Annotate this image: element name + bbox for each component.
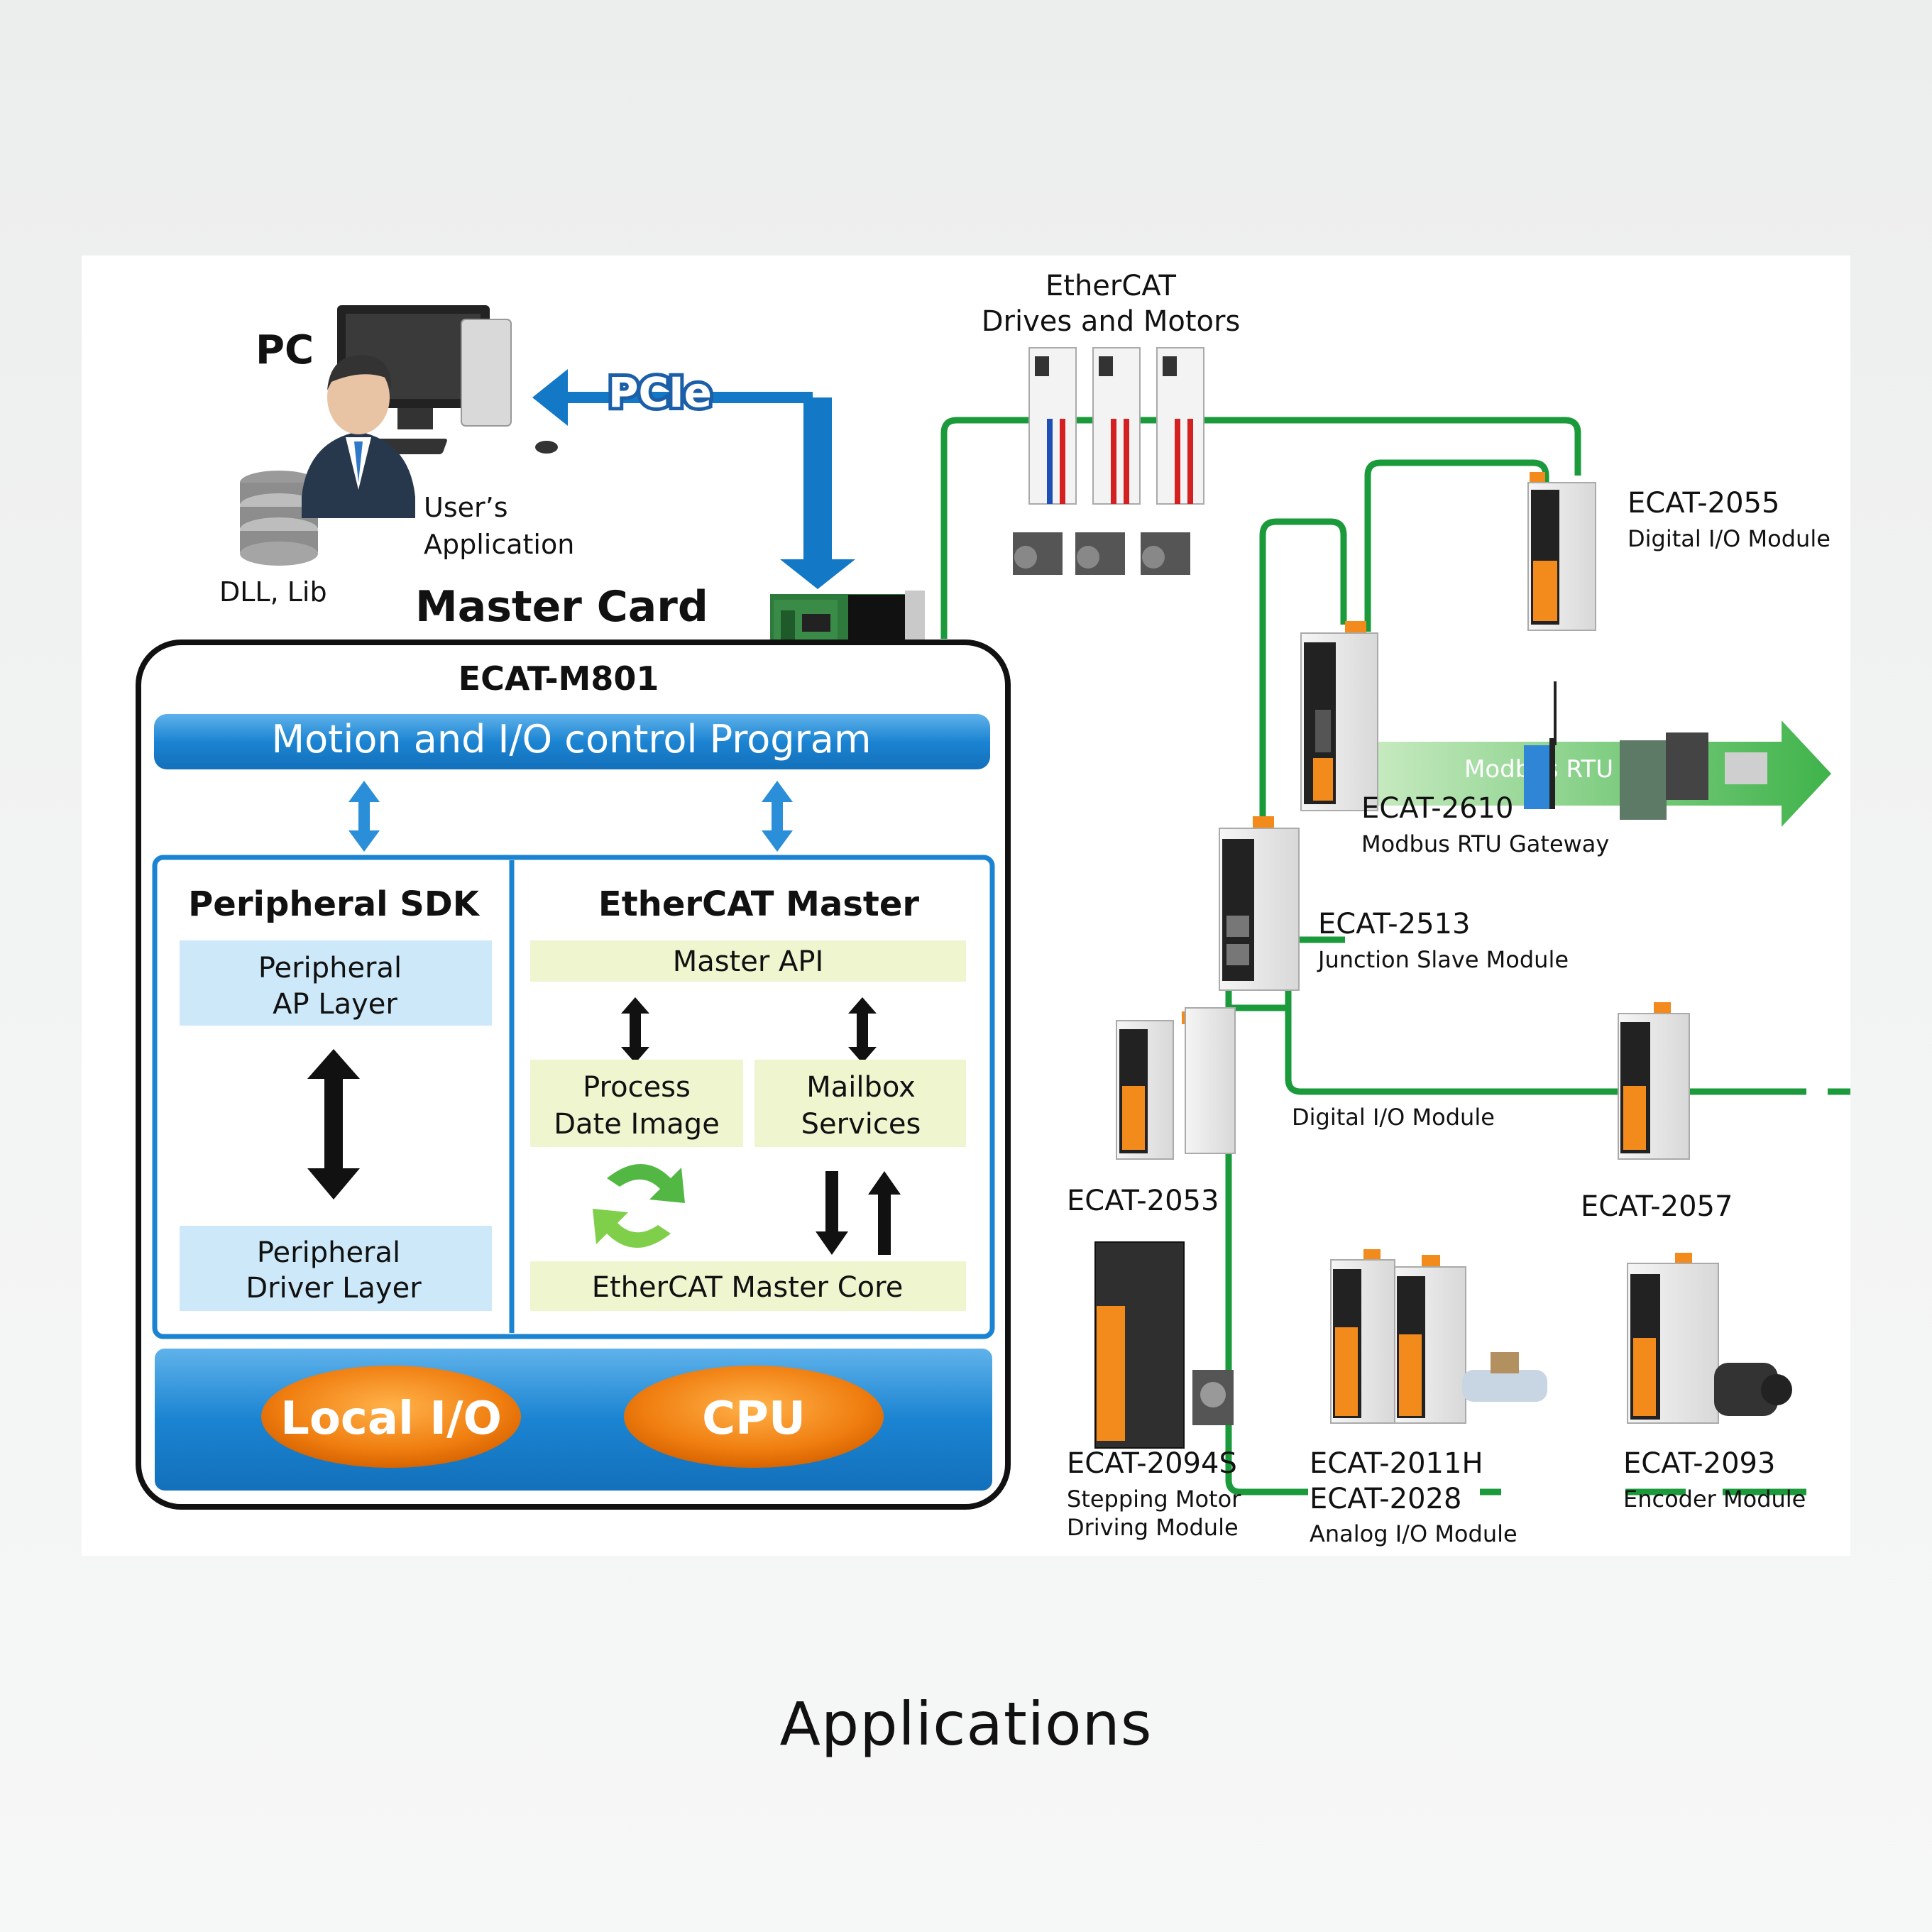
pdi-line1: Process	[583, 1071, 691, 1104]
pc-group: PC User’s Application DLL, Lib	[219, 305, 574, 608]
ecat-2610-module: ECAT-2610 Modbus RTU Gateway	[1300, 621, 1767, 857]
servo-drive-icon	[1141, 347, 1204, 575]
ecat-2011h-model: ECAT-2011H	[1310, 1447, 1483, 1480]
master-api-label: Master API	[673, 945, 824, 978]
users-app-line1: User’s	[424, 492, 508, 523]
black-double-arrow-sdk	[307, 1049, 360, 1200]
pdi-line2: Date Image	[554, 1108, 720, 1141]
mailbox-line1: Mailbox	[806, 1071, 916, 1104]
local-io-oval	[261, 1366, 521, 1468]
cpu-label: CPU	[702, 1393, 806, 1445]
master-card-model: ECAT-M801	[459, 659, 659, 698]
black-double-arrow-mailbox	[848, 997, 877, 1063]
ecat-2094s-desc2: Driving Module	[1067, 1514, 1239, 1541]
ecat-2513-model: ECAT-2513	[1318, 908, 1470, 940]
ecat-2028-model: ECAT-2028	[1310, 1483, 1461, 1515]
ethercat-master-core-label: EtherCAT Master Core	[592, 1271, 904, 1304]
drives-line1: EtherCAT	[1045, 270, 1177, 302]
drives-and-motors-group: EtherCAT Drives and Motors	[982, 270, 1241, 575]
ethercat-application-diagram: PC User’s Application DLL, Lib PCIe Mast…	[136, 270, 1850, 1547]
pcie-label: PCIe	[608, 368, 712, 417]
ecat-2011h-2028-modules: ECAT-2011H ECAT-2028 Analog I/O Module	[1310, 1249, 1547, 1547]
ecat-2053-model: ECAT-2053	[1067, 1185, 1219, 1217]
ecat-2057-module: ECAT-2057	[1581, 1002, 1733, 1223]
users-app-line2: Application	[424, 529, 574, 560]
ethercat-master-core-box	[530, 1261, 966, 1311]
ecat-2610-model: ECAT-2610	[1361, 792, 1513, 825]
ecat-2513-desc: Junction Slave Module	[1317, 946, 1569, 973]
cpu-oval	[624, 1366, 884, 1468]
down-arrow-icon	[816, 1171, 848, 1255]
image-caption: Applications	[779, 1689, 1153, 1759]
ecat-2094s-desc1: Stepping Motor	[1067, 1486, 1241, 1513]
ecat-2053-module: ECAT-2053	[1067, 1007, 1236, 1217]
ecat-2610-desc: Modbus RTU Gateway	[1361, 830, 1609, 857]
dll-label: DLL, Lib	[219, 576, 327, 608]
ecat-2028-desc: Analog I/O Module	[1310, 1520, 1517, 1547]
mailbox-line2: Services	[801, 1108, 921, 1141]
up-arrow-icon	[868, 1171, 901, 1255]
ecat-2055-desc: Digital I/O Module	[1628, 525, 1831, 552]
ethercat-network-lines	[940, 417, 1850, 1495]
database-icon	[240, 471, 318, 566]
peripheral-sdk-title: Peripheral SDK	[188, 884, 481, 924]
ecat-2093-model: ECAT-2093	[1623, 1447, 1775, 1480]
blue-double-arrow-left	[348, 781, 380, 852]
digital-io-module-label: Digital I/O Module	[1292, 1104, 1495, 1131]
ecat-2057-model: ECAT-2057	[1581, 1190, 1733, 1223]
master-card-container: ECAT-M801 Motion and I/O control Program…	[136, 640, 1011, 1510]
peripheral-ap-line2: AP Layer	[273, 988, 397, 1021]
ecat-2513-module: ECAT-2513 Junction Slave Module	[1219, 816, 1569, 991]
master-api-box	[530, 940, 966, 982]
blue-double-arrow-right	[762, 781, 793, 852]
peripheral-ap-layer-box	[180, 940, 492, 1026]
ecat-2093-desc: Encoder Module	[1623, 1486, 1806, 1513]
mailbox-services-box	[754, 1060, 966, 1147]
process-data-image-box	[530, 1060, 743, 1147]
ecat-2055-module: ECAT-2055 Digital I/O Module	[1527, 472, 1831, 631]
pc-title: PC	[256, 327, 314, 373]
servo-drive-icon	[1013, 347, 1077, 575]
ecat-2094s-module: ECAT-2094S Stepping Motor Driving Module	[1067, 1241, 1241, 1541]
ethercat-master-title: EtherCAT Master	[598, 884, 919, 924]
ecat-2093-module: ECAT-2093 Encoder Module	[1623, 1253, 1806, 1513]
program-bar-label: Motion and I/O control Program	[272, 717, 872, 762]
master-card-title: Master Card	[415, 582, 708, 632]
pcie-arrow: PCIe	[532, 365, 855, 589]
peripheral-driver-line2: Driver Layer	[246, 1272, 422, 1305]
local-io-label: Local I/O	[280, 1393, 502, 1445]
ecat-2055-model: ECAT-2055	[1628, 487, 1779, 520]
drives-line2: Drives and Motors	[982, 305, 1241, 338]
refresh-cycle-icon	[593, 1164, 685, 1248]
peripheral-driver-layer-box	[180, 1226, 492, 1311]
servo-drive-icon	[1075, 347, 1141, 575]
peripheral-ap-line1: Peripheral	[258, 952, 402, 984]
black-double-arrow-pdi	[621, 997, 649, 1063]
peripheral-driver-line1: Peripheral	[257, 1236, 400, 1269]
ecat-2094s-model: ECAT-2094S	[1067, 1447, 1237, 1480]
user-avatar-icon	[302, 355, 415, 518]
